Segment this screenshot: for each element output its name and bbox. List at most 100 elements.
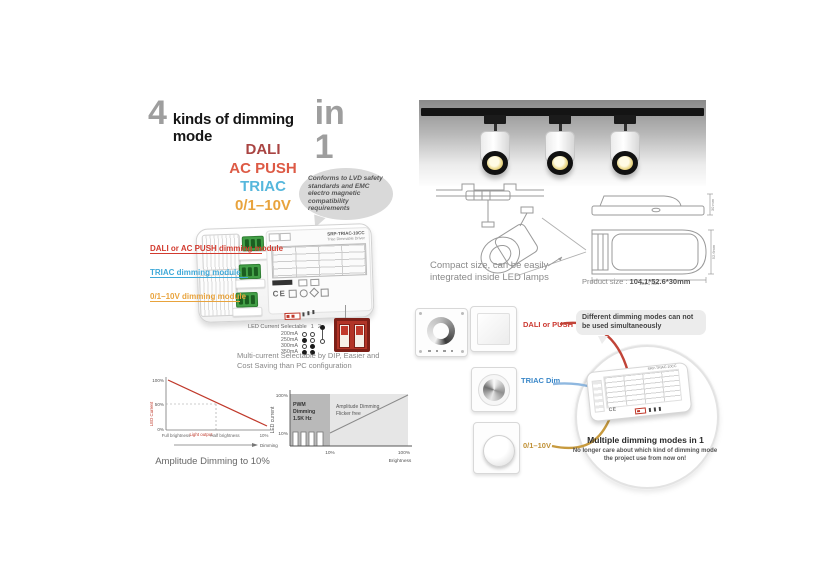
mini-driver-terminals bbox=[591, 379, 605, 413]
terminal-hole bbox=[250, 295, 256, 305]
certification-marks: CE bbox=[273, 287, 329, 298]
dip-dot bbox=[302, 337, 307, 343]
amp-label-2: Flicker free bbox=[336, 411, 361, 417]
compliance-text: Conforms to LVD safety standards and EMC… bbox=[308, 175, 383, 213]
rotary-ring bbox=[478, 374, 510, 406]
current-value: 300mA bbox=[280, 343, 298, 349]
title-text: kinds of dimming mode bbox=[172, 111, 294, 145]
dip-dot bbox=[310, 343, 315, 349]
compact-note-arrow bbox=[547, 256, 563, 267]
light-lens bbox=[482, 151, 508, 175]
length-dim-label: 104.1 mm bbox=[639, 281, 659, 286]
terminal-step bbox=[235, 278, 266, 289]
current-value: 200mA bbox=[280, 331, 298, 337]
current-table-header: LED Current Selectable 1 2 bbox=[248, 324, 321, 330]
bottom-mark bbox=[312, 310, 314, 315]
product-size-value: 104.1*52.6*30mm bbox=[629, 277, 691, 286]
circle-subtitle: No longer care about which kind of dimmi… bbox=[572, 448, 718, 462]
dip-dot bbox=[310, 349, 315, 355]
dip-pointer-line bbox=[345, 305, 346, 318]
spec-table-grid bbox=[271, 243, 368, 279]
touch-buttons bbox=[428, 349, 453, 352]
ytick-50: 50% bbox=[155, 402, 164, 407]
light-track bbox=[421, 108, 704, 116]
driver-spec-label: SRP-TRIAC-10CC Triac Dimmable Driver CE bbox=[265, 227, 373, 315]
cert-logo-icon bbox=[299, 288, 308, 297]
label-dali-ac-push-module: DALI or AC PUSH dimming module bbox=[150, 244, 284, 253]
mode-0-1-10v: 0/1–10V bbox=[235, 196, 291, 214]
metal-knob bbox=[483, 379, 505, 401]
dip-benefit-note: Multi-current Selectable by DIP, Easier … bbox=[237, 351, 380, 370]
driver-side-view-drawing bbox=[591, 195, 705, 216]
dip-slot bbox=[354, 324, 365, 348]
driver-top-view-drawing bbox=[591, 229, 707, 275]
fuse-tab bbox=[268, 233, 280, 242]
dip-dot bbox=[302, 349, 307, 355]
terminal-hole bbox=[247, 267, 253, 277]
xtick-full: Full brightness bbox=[162, 433, 191, 438]
label-dali-or-push: DALI or PUSH bbox=[523, 320, 574, 329]
amplitude-region bbox=[330, 394, 408, 446]
barcode bbox=[272, 279, 293, 286]
cert-logo-icon bbox=[309, 287, 320, 298]
page-title: 4 kinds of dimming mode in 1 bbox=[148, 96, 363, 164]
mode-dali: DALI bbox=[245, 141, 281, 158]
title-tail: in 1 bbox=[314, 94, 345, 166]
push-button-face bbox=[477, 313, 510, 345]
label-0-1-10v: 0/1–10V bbox=[523, 441, 551, 450]
ytick-0: 0% bbox=[157, 427, 164, 432]
xtick-10pct: 10% bbox=[325, 450, 335, 456]
x-arrow-label: Dimming bbox=[260, 443, 278, 448]
pwm-label-2: Dimming bbox=[293, 409, 315, 415]
amplitude-chart-caption: Amplitude Dimming to 10% bbox=[155, 456, 270, 467]
y-axis-label: LED Current bbox=[149, 401, 154, 426]
series-label: Light output bbox=[190, 432, 214, 437]
width-dimension bbox=[708, 229, 714, 275]
table-row: 200mA bbox=[248, 331, 318, 337]
current-table-title: LED Current Selectable bbox=[248, 324, 307, 330]
product-size-label: Product size : bbox=[582, 277, 628, 286]
track-mount bbox=[549, 115, 571, 124]
product-size-caption: Product size : 104.1*52.6*30mm bbox=[582, 277, 690, 286]
dip-dot bbox=[302, 331, 307, 337]
compliance-speech-bubble: Conforms to LVD safety standards and EMC… bbox=[299, 168, 393, 220]
light-stem bbox=[558, 124, 562, 131]
table-row: 300mA bbox=[248, 343, 318, 349]
warning-note: Different dimming modes can not be used … bbox=[576, 310, 706, 336]
amplitude-diagonal bbox=[329, 394, 409, 434]
pwm-label-3: 1.5K Hz bbox=[293, 416, 312, 422]
amp-label-1: Amplitude Dimming bbox=[336, 404, 380, 410]
technical-drawings: 30 mm 52.6mm 104.1 mm bbox=[436, 183, 716, 286]
y-axis-label: LED current bbox=[270, 406, 276, 433]
track-mount bbox=[484, 115, 506, 124]
fuse-tab bbox=[279, 232, 291, 242]
current-table: 200mA 250mA 300mA 350mA bbox=[248, 331, 318, 355]
height-dim-label: 30 mm bbox=[710, 198, 715, 211]
screw-icon bbox=[461, 350, 464, 353]
screw-icon bbox=[419, 350, 422, 353]
height-dimension bbox=[707, 193, 713, 216]
leader-line-triac bbox=[150, 277, 248, 278]
terminal-step bbox=[232, 306, 263, 317]
leader-line-0-10v bbox=[150, 301, 240, 302]
arrowhead-icon bbox=[252, 443, 258, 447]
amplitude-dimming-chart: 100% 50% 0% LED Current Full brightness … bbox=[149, 377, 278, 448]
length-dimension bbox=[591, 277, 707, 283]
driver-in-circle: SRP-TRIAC-10CC CE bbox=[585, 361, 693, 423]
track-spotlight bbox=[543, 115, 577, 175]
arrowhead-icon bbox=[558, 257, 562, 261]
light-output-line bbox=[167, 379, 268, 427]
ce-mark: CE bbox=[272, 288, 286, 299]
current-col-2: 2 bbox=[318, 324, 321, 330]
dip-switch-small bbox=[284, 312, 301, 321]
track-mount bbox=[614, 115, 636, 124]
table-row: 350mA bbox=[248, 349, 318, 355]
dip-handle bbox=[356, 326, 363, 335]
dip-dot bbox=[310, 337, 315, 343]
bottom-mark bbox=[307, 311, 309, 316]
track-spotlight bbox=[478, 115, 512, 175]
dip-slot bbox=[339, 324, 350, 348]
circle-title: Multiple dimming modes in 1 bbox=[587, 435, 704, 445]
